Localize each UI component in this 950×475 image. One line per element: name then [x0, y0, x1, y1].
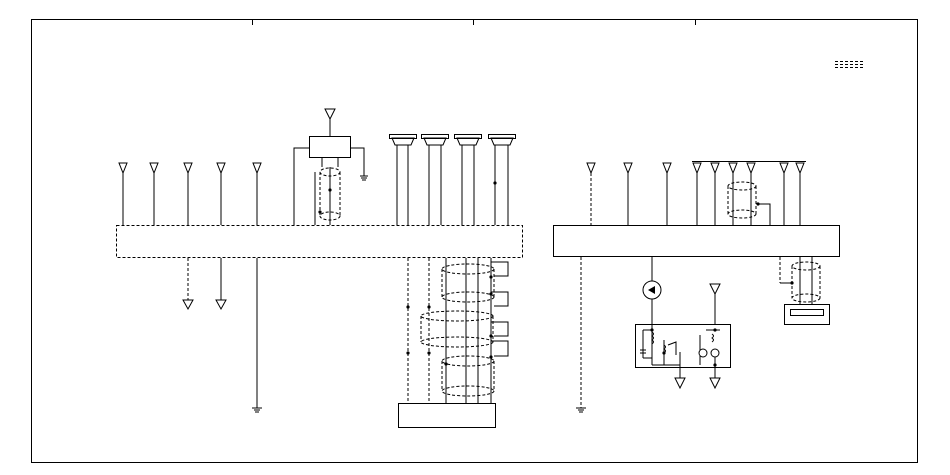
- legend-mark: [835, 61, 864, 68]
- left-shielded-bundle: [398, 258, 509, 428]
- diagram-frame: [31, 19, 918, 463]
- left-terminals: [118, 162, 262, 225]
- right-bottom-wiring: [576, 257, 830, 413]
- right-terminals: [586, 161, 806, 225]
- left-module-box: [116, 225, 523, 258]
- left-speaker-connectors: [389, 134, 516, 225]
- frame-ticks: [252, 19, 696, 25]
- top-relay: [293, 108, 368, 225]
- left-bottom-outputs: [182, 258, 262, 413]
- right-module-box: [553, 225, 840, 257]
